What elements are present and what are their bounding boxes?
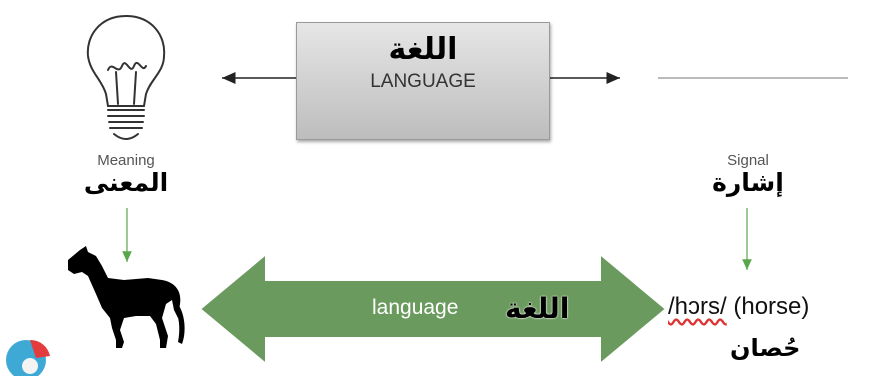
waveform-icon bbox=[658, 45, 848, 104]
english-gloss: (horse) bbox=[733, 293, 810, 320]
language-title-ar: اللغة bbox=[388, 32, 458, 67]
horse-icon bbox=[68, 246, 185, 348]
lightbulb-icon bbox=[86, 14, 166, 140]
arrow-label-en: language bbox=[372, 296, 459, 319]
partial-logo-icon bbox=[6, 339, 50, 376]
phonetic-line: /hɔrs/ (horse) bbox=[668, 293, 809, 321]
language-title-en: LANGUAGE bbox=[370, 71, 476, 92]
arrow-label-ar: اللغة bbox=[505, 292, 570, 325]
signal-label-en: Signal bbox=[727, 152, 769, 169]
language-double-arrow bbox=[198, 251, 668, 367]
meaning-label-en: Meaning bbox=[97, 152, 155, 169]
arabic-word: حُصان bbox=[730, 334, 801, 362]
phonetic-transcription: /hɔrs/ bbox=[668, 293, 727, 320]
meaning-label-ar: المعنى bbox=[83, 168, 169, 197]
language-box: اللغة LANGUAGE bbox=[296, 22, 550, 140]
signal-label-ar: إشارة bbox=[712, 168, 784, 197]
